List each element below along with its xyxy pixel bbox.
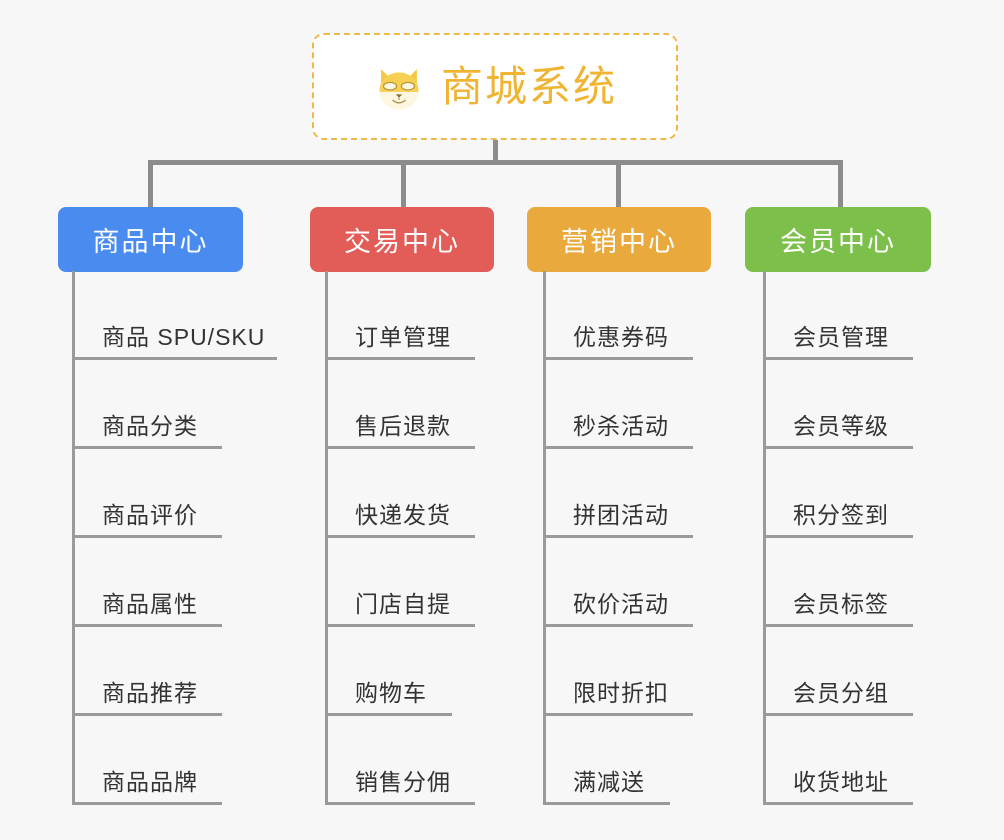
leaf-label: 满减送 bbox=[573, 769, 645, 795]
root-title: 商城系统 bbox=[440, 62, 617, 110]
leaf-underline bbox=[72, 624, 222, 627]
category-label: 商品中心 bbox=[92, 227, 209, 257]
leaf-label: 商品品牌 bbox=[102, 769, 198, 795]
category-label: 会员中心 bbox=[780, 227, 896, 257]
leaf-label: 会员管理 bbox=[793, 324, 889, 350]
leaf-underline bbox=[543, 357, 693, 360]
leaf-label: 订单管理 bbox=[355, 324, 451, 350]
leaf-label: 售后退款 bbox=[355, 413, 451, 439]
leaf-underline bbox=[763, 802, 913, 805]
leaf-label: 会员标签 bbox=[793, 591, 889, 617]
column-spine bbox=[72, 271, 75, 805]
drop-line-3 bbox=[616, 160, 621, 208]
leaf-underline bbox=[763, 713, 913, 716]
category-header-1[interactable]: 商品中心 bbox=[58, 207, 243, 272]
leaf-underline bbox=[543, 535, 693, 538]
column-spine bbox=[763, 271, 766, 805]
leaf-label: 快递发货 bbox=[355, 502, 451, 528]
leaf-label: 收货地址 bbox=[793, 769, 889, 795]
category-label: 交易中心 bbox=[344, 227, 460, 257]
root-node[interactable]: 商城系统 bbox=[312, 33, 678, 140]
leaf-underline bbox=[543, 802, 670, 805]
leaf-underline bbox=[325, 535, 475, 538]
leaf-underline bbox=[763, 535, 913, 538]
leaf-underline bbox=[325, 802, 475, 805]
leaf-underline bbox=[72, 713, 222, 716]
shiba-dog-icon bbox=[379, 68, 419, 110]
root-stem-line bbox=[493, 140, 498, 164]
leaf-label: 拼团活动 bbox=[573, 502, 669, 528]
leaf-label: 积分签到 bbox=[793, 502, 889, 528]
leaf-label: 秒杀活动 bbox=[573, 413, 669, 439]
category-header-4[interactable]: 会员中心 bbox=[745, 207, 931, 272]
leaf-label: 优惠券码 bbox=[573, 324, 669, 350]
leaf-underline bbox=[72, 446, 222, 449]
leaf-underline bbox=[72, 802, 222, 805]
leaf-underline bbox=[543, 713, 693, 716]
drop-line-1 bbox=[148, 160, 153, 208]
drop-line-4 bbox=[838, 160, 843, 208]
leaf-label: 会员等级 bbox=[793, 413, 889, 439]
drop-line-2 bbox=[401, 160, 406, 208]
leaf-label: 商品分类 bbox=[102, 413, 198, 439]
leaf-underline bbox=[72, 535, 222, 538]
leaf-label: 商品属性 bbox=[102, 591, 198, 617]
leaf-underline bbox=[325, 713, 452, 716]
category-header-3[interactable]: 营销中心 bbox=[527, 207, 711, 272]
leaf-label: 购物车 bbox=[355, 680, 427, 706]
leaf-label: 商品评价 bbox=[102, 502, 198, 528]
leaf-underline bbox=[325, 624, 475, 627]
leaf-underline bbox=[543, 446, 693, 449]
leaf-label: 会员分组 bbox=[793, 680, 889, 706]
leaf-underline bbox=[763, 357, 913, 360]
leaf-underline bbox=[763, 446, 913, 449]
leaf-label: 限时折扣 bbox=[573, 680, 669, 706]
leaf-underline bbox=[325, 446, 475, 449]
leaf-label: 商品 SPU/SKU bbox=[102, 324, 266, 350]
category-header-2[interactable]: 交易中心 bbox=[310, 207, 494, 272]
leaf-label: 砍价活动 bbox=[573, 591, 669, 617]
leaf-underline bbox=[325, 357, 475, 360]
leaf-label: 商品推荐 bbox=[102, 680, 198, 706]
leaf-label: 销售分佣 bbox=[355, 769, 451, 795]
column-spine bbox=[325, 271, 328, 805]
leaf-underline bbox=[763, 624, 913, 627]
bus-bar-line bbox=[150, 160, 843, 165]
leaf-underline bbox=[72, 357, 277, 360]
category-label: 营销中心 bbox=[561, 227, 677, 257]
column-spine bbox=[543, 271, 546, 805]
leaf-label: 门店自提 bbox=[355, 591, 451, 617]
leaf-underline bbox=[543, 624, 693, 627]
